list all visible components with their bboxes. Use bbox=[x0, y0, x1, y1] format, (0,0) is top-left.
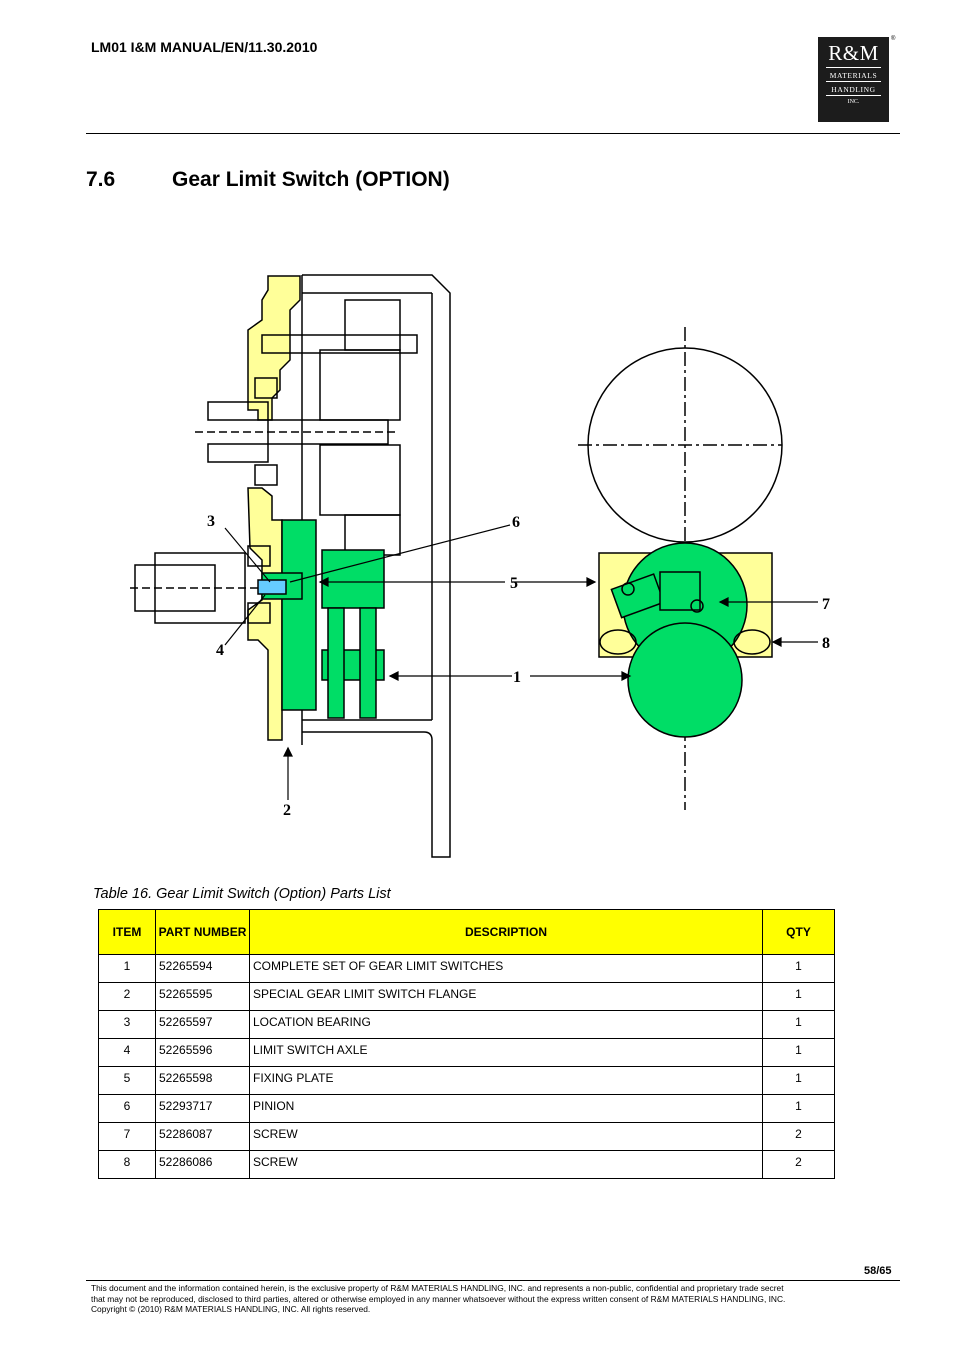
logo-main-text: R&M bbox=[828, 41, 879, 65]
item-cell: 6 bbox=[98, 1094, 156, 1123]
logo-line-handling: HANDLING bbox=[831, 85, 876, 94]
callout-5: 5 bbox=[510, 575, 518, 592]
description-cell: SCREW bbox=[249, 1122, 763, 1151]
item-cell: 4 bbox=[98, 1038, 156, 1067]
item-cell: 1 bbox=[98, 954, 156, 983]
pinion-part bbox=[257, 579, 287, 595]
footer-line-3: Copyright © (2010) R&M MATERIALS HANDLIN… bbox=[91, 1304, 371, 1314]
callout-7: 7 bbox=[822, 596, 830, 613]
item-cell: 5 bbox=[98, 1066, 156, 1095]
rm-logo: R&M MATERIALS HANDLING INC. bbox=[818, 37, 889, 122]
qty-cell: 1 bbox=[762, 954, 835, 983]
description-cell: SCREW bbox=[249, 1150, 763, 1179]
section-number: 7.6 bbox=[86, 168, 116, 191]
qty-cell: 2 bbox=[762, 1122, 835, 1151]
part-number-cell: 52265596 bbox=[155, 1038, 250, 1067]
callout-4: 4 bbox=[216, 642, 224, 659]
qty-cell: 1 bbox=[762, 1038, 835, 1067]
table-header-row: ITEM PART NUMBER DESCRIPTION QTY bbox=[98, 909, 835, 955]
part-number-cell: 52286086 bbox=[155, 1150, 250, 1179]
col-header-qty: QTY bbox=[762, 909, 835, 955]
gear-limit-switch-drawing: 1 2 3 4 5 6 7 8 bbox=[130, 274, 830, 858]
callout-2: 2 bbox=[283, 802, 291, 819]
footer-rule bbox=[86, 1280, 900, 1281]
description-cell: COMPLETE SET OF GEAR LIMIT SWITCHES bbox=[249, 954, 763, 983]
description-cell: FIXING PLATE bbox=[249, 1066, 763, 1095]
flange-lower-part bbox=[247, 487, 283, 741]
logo-divider bbox=[826, 67, 881, 68]
description-cell: SPECIAL GEAR LIMIT SWITCH FLANGE bbox=[249, 982, 763, 1011]
callout-1: 1 bbox=[513, 669, 521, 686]
item-cell: 8 bbox=[98, 1150, 156, 1179]
part-number-cell: 52265594 bbox=[155, 954, 250, 983]
callout-3: 3 bbox=[207, 513, 215, 530]
input-shaft bbox=[130, 545, 271, 624]
upper-shaft-assembly bbox=[195, 299, 418, 556]
qty-cell: 2 bbox=[762, 1150, 835, 1179]
document-header-title: LM01 I&M MANUAL/EN/11.30.2010 bbox=[91, 39, 318, 55]
table-caption: Table 16. Gear Limit Switch (Option) Par… bbox=[93, 886, 391, 902]
callout-8: 8 bbox=[822, 635, 830, 652]
registered-mark: ® bbox=[891, 36, 896, 42]
logo-divider bbox=[826, 95, 881, 96]
header-rule bbox=[86, 133, 900, 134]
part-number-cell: 52293717 bbox=[155, 1094, 250, 1123]
part-number-cell: 52265598 bbox=[155, 1066, 250, 1095]
section-heading: 7.6 Gear Limit Switch (OPTION) bbox=[86, 168, 450, 192]
col-header-description: DESCRIPTION bbox=[249, 909, 763, 955]
logo-line-materials: MATERIALS bbox=[829, 71, 878, 80]
logo-line-inc: INC. bbox=[847, 99, 860, 105]
qty-cell: 1 bbox=[762, 1094, 835, 1123]
description-cell: LIMIT SWITCH AXLE bbox=[249, 1038, 763, 1067]
description-cell: LOCATION BEARING bbox=[249, 1010, 763, 1039]
section-title: Gear Limit Switch (OPTION) bbox=[172, 168, 450, 191]
footer-line-2: that may not be reproduced, disclosed to… bbox=[91, 1293, 786, 1304]
qty-cell: 1 bbox=[762, 982, 835, 1011]
page-number: 58/65 bbox=[864, 1265, 892, 1277]
item-cell: 3 bbox=[98, 1010, 156, 1039]
description-cell: PINION bbox=[249, 1094, 763, 1123]
item-cell: 2 bbox=[98, 982, 156, 1011]
footer-line-1: This document and the information contai… bbox=[91, 1283, 784, 1293]
part-number-cell: 52286087 bbox=[155, 1122, 250, 1151]
logo-divider bbox=[826, 81, 881, 82]
col-header-item: ITEM bbox=[98, 909, 156, 955]
gear-wheel-view bbox=[578, 327, 783, 810]
qty-cell: 1 bbox=[762, 1010, 835, 1039]
qty-cell: 1 bbox=[762, 1066, 835, 1095]
item-cell: 7 bbox=[98, 1122, 156, 1151]
footer-disclaimer: This document and the information contai… bbox=[91, 1283, 899, 1315]
callout-6: 6 bbox=[512, 514, 520, 531]
part-number-cell: 52265595 bbox=[155, 982, 250, 1011]
part-number-cell: 52265597 bbox=[155, 1010, 250, 1039]
col-header-part-number: PART NUMBER bbox=[155, 909, 250, 955]
leader-lines bbox=[224, 524, 818, 800]
